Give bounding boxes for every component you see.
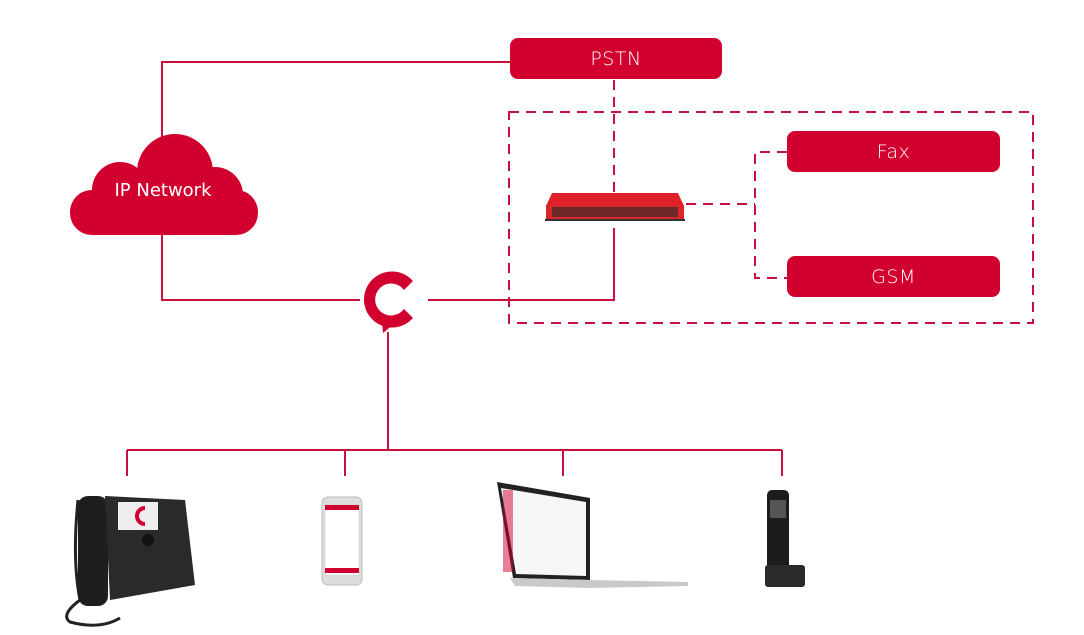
line-pbx-gateway bbox=[428, 228, 615, 301]
ip-network-label: IP Network bbox=[114, 180, 212, 201]
laptop-icon bbox=[497, 482, 688, 588]
gateway-zone bbox=[508, 111, 1034, 324]
line-cloud-pbx bbox=[161, 232, 360, 301]
fax-node: Fax bbox=[787, 131, 1000, 172]
solid-connections bbox=[126, 61, 783, 476]
dect-handset-icon bbox=[765, 490, 805, 587]
line-cloud-pstn bbox=[161, 61, 510, 140]
gsm-node: GSM bbox=[787, 256, 1000, 297]
pascom-c-logo-icon bbox=[363, 271, 413, 333]
line-fax-gsm bbox=[754, 151, 787, 279]
dashed-connections bbox=[508, 80, 1034, 324]
desk-phone-icon bbox=[65, 496, 195, 627]
smartphone-icon bbox=[321, 496, 363, 586]
ip-network-cloud bbox=[70, 134, 258, 235]
gateway-device-icon bbox=[545, 193, 685, 221]
pstn-node: PSTN bbox=[510, 38, 722, 79]
